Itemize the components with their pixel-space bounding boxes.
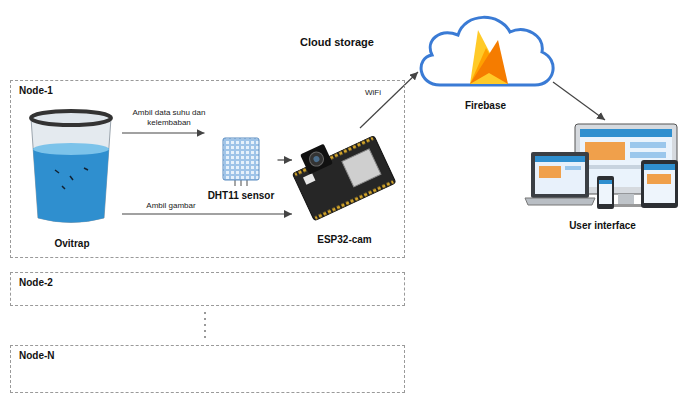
dht11-illustration	[223, 138, 259, 186]
arrow-connector	[553, 82, 605, 120]
edge-label: Ambil data suhu dan kelembaban	[124, 108, 214, 128]
cloud-shape	[421, 17, 553, 85]
esp32-cam-illustration	[286, 123, 395, 221]
ovitrap-illustration	[31, 111, 111, 223]
node-group: Node-2	[10, 272, 405, 306]
arrow-connector	[122, 213, 292, 214]
node-group: Node-1Ovitrap DHT11 sensorESP32-cam	[10, 80, 405, 258]
ellipsis-dots	[204, 312, 206, 338]
cloud-node: Cloud storageFirebase	[418, 12, 553, 112]
edge-label: WiFi	[360, 88, 386, 98]
node-label: Node-1	[19, 85, 396, 97]
edge-label: Ambil gambar	[140, 201, 202, 211]
sensor-node: DHT11 sensor	[205, 136, 278, 202]
board-node: ESP32-cam	[292, 128, 397, 246]
node-label: DHT11 sensor	[208, 190, 275, 202]
node-label: ESP32-cam	[317, 234, 371, 246]
firebase-logo	[470, 30, 508, 84]
devices-node: User interface	[525, 120, 680, 232]
node-label: Node-2	[19, 277, 396, 289]
arrow-connector	[278, 159, 293, 160]
devices-illustration	[525, 124, 678, 209]
arrow-connector	[122, 132, 205, 133]
node-label: Cloud storage	[300, 36, 374, 48]
node-group: Node-N	[10, 345, 405, 393]
node-label: Firebase	[465, 100, 506, 112]
node-label: Ovitrap	[54, 238, 89, 250]
node-label: User interface	[569, 220, 636, 232]
node-label: Node-N	[19, 350, 396, 362]
ovitrap-node: Ovitrap	[22, 108, 122, 250]
